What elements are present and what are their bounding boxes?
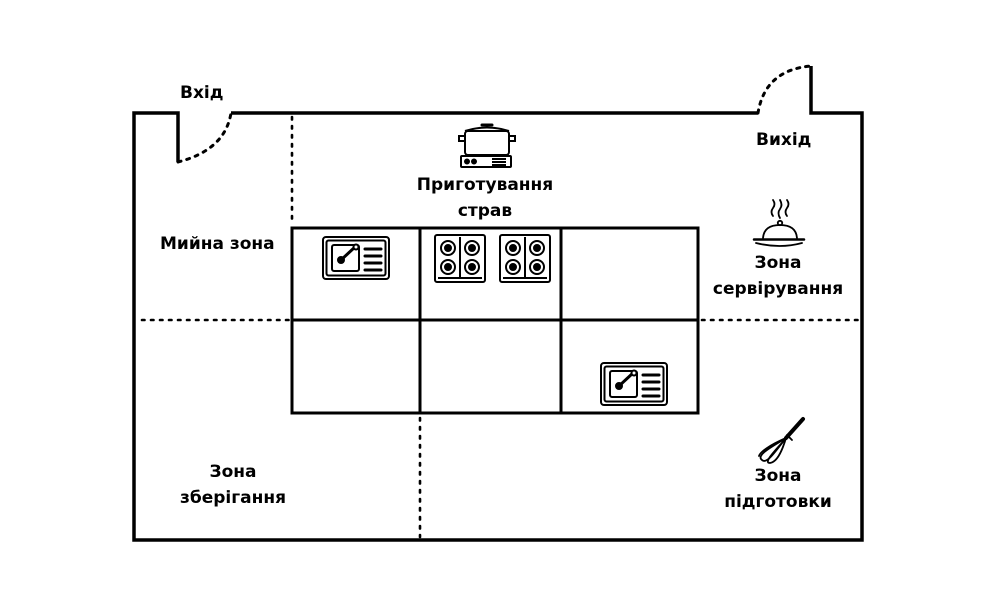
serving-zone-label-line1: Зона xyxy=(754,253,802,273)
exit-label: Вихід xyxy=(756,130,812,150)
stove-burners-icon xyxy=(434,234,486,283)
prep-zone-label-line1: Зона xyxy=(754,466,802,486)
cooking-zone-label: Приготування страв xyxy=(417,172,553,224)
entrance-door xyxy=(176,111,233,164)
sink-icon xyxy=(600,362,668,406)
prep-zone-label: Зона підготовки xyxy=(724,463,832,515)
cooking-zone-label-line1: Приготування xyxy=(416,175,554,195)
cooking-zone-label-line2: страв xyxy=(457,201,513,221)
sink-icon xyxy=(322,236,390,280)
storage-zone-label-line1: Зона xyxy=(209,462,257,482)
stove-burners-icon xyxy=(499,234,551,283)
washing-zone-label: Мийна зона xyxy=(160,234,275,254)
outer-walls xyxy=(132,66,864,542)
workstation-grid xyxy=(290,226,700,415)
storage-zone-label-line2: зберігання xyxy=(179,488,287,508)
serving-cloche-icon xyxy=(752,199,806,247)
prep-zone-label-line2: підготовки xyxy=(724,492,832,512)
cooking-pot-icon xyxy=(458,123,516,168)
zone-separators xyxy=(140,115,862,539)
serving-zone-label-line2: сервірування xyxy=(712,279,844,299)
exit-door xyxy=(756,64,813,115)
whisk-icon xyxy=(758,417,805,464)
storage-zone-label: Зона зберігання xyxy=(180,459,286,511)
serving-zone-label: Зона сервірування xyxy=(713,250,843,302)
entrance-label: Вхід xyxy=(180,83,224,103)
